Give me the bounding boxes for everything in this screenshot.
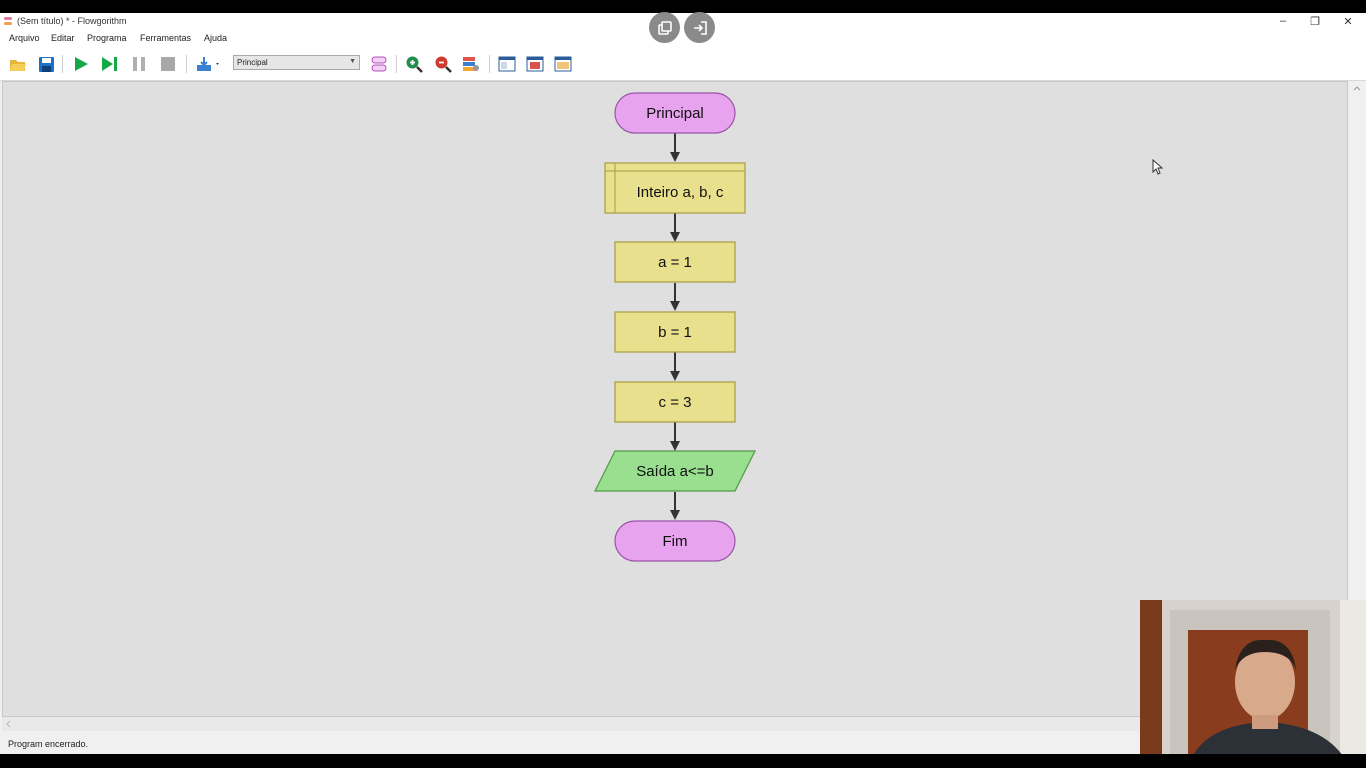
screen-bottom-bar — [0, 754, 1366, 768]
declare-label: Inteiro a, b, c — [637, 184, 724, 201]
share-popout-icon[interactable] — [649, 12, 680, 43]
title-bar: (Sem título) * - Flowgorithm – ❐ ✕ — [0, 13, 1366, 30]
layout-icon[interactable] — [497, 54, 517, 74]
start-label: Principal — [646, 105, 704, 122]
source-code-icon[interactable] — [525, 54, 545, 74]
menu-programa[interactable]: Programa — [87, 33, 127, 43]
close-button[interactable]: ✕ — [1343, 15, 1353, 28]
save-icon[interactable] — [36, 54, 56, 74]
menu-arquivo[interactable]: Arquivo — [9, 33, 40, 43]
assign-block-a[interactable] — [614, 241, 736, 283]
run-icon[interactable] — [71, 54, 91, 74]
flowchart-diagram: Principal Inteiro a, b, c a = 1 b = 1 c … — [594, 92, 756, 562]
menu-ajuda[interactable]: Ajuda — [204, 33, 228, 43]
window-title: (Sem título) * - Flowgorithm — [17, 16, 127, 26]
output-label: Saída a<=b — [636, 463, 714, 480]
connector-arrowhead — [670, 152, 680, 162]
webcam-overlay — [1140, 600, 1366, 768]
stop-icon[interactable] — [158, 54, 178, 74]
end-terminal[interactable] — [614, 520, 736, 562]
open-folder-icon[interactable] — [8, 54, 28, 74]
screen-top-bar — [0, 0, 1366, 13]
assign-block-c[interactable] — [614, 381, 736, 423]
connector-arrowhead — [670, 441, 680, 451]
maximize-button[interactable]: ❐ — [1310, 15, 1320, 28]
colors-icon[interactable] — [461, 54, 481, 74]
menu-ferramentas[interactable]: Ferramentas — [140, 33, 192, 43]
toolbar: Principal ▼ — [0, 47, 1366, 81]
flowchart-canvas[interactable]: Principal Inteiro a, b, c a = 1 b = 1 c … — [2, 81, 1348, 717]
vertical-scrollbar[interactable] — [1350, 81, 1364, 717]
assign-b-label: b = 1 — [658, 324, 692, 341]
assign-a-label: a = 1 — [658, 254, 692, 271]
toolbar-separator — [489, 55, 490, 73]
flowgorithm-app-icon — [4, 17, 12, 25]
share-exit-icon[interactable] — [684, 12, 715, 43]
minimize-button[interactable]: – — [1279, 15, 1287, 27]
connector-arrowhead — [670, 232, 680, 242]
horizontal-scrollbar[interactable] — [2, 717, 1348, 731]
chevron-down-icon: ▼ — [349, 58, 356, 65]
toolbar-separator — [396, 55, 397, 73]
assign-block-b[interactable] — [614, 311, 736, 353]
status-bar: Program encerrado. — [0, 735, 1366, 754]
scroll-up-icon[interactable] — [1350, 81, 1364, 95]
menu-bar: Arquivo Editar Programa Ferramentas Ajud… — [0, 30, 1366, 47]
start-terminal[interactable] — [614, 92, 736, 134]
menu-editar[interactable]: Editar — [51, 33, 75, 43]
end-label: Fim — [663, 533, 688, 550]
output-block[interactable] — [594, 450, 756, 492]
connector-arrowhead — [670, 510, 680, 520]
zoom-out-icon[interactable] — [433, 54, 453, 74]
status-text: Program encerrado. — [8, 739, 89, 749]
zoom-in-icon[interactable] — [404, 54, 424, 74]
console-icon[interactable] — [553, 54, 573, 74]
connector-arrowhead — [670, 301, 680, 311]
function-select[interactable]: Principal ▼ — [233, 55, 360, 70]
assign-c-label: c = 3 — [659, 394, 692, 411]
speed-icon[interactable] — [195, 54, 223, 74]
mouse-cursor-icon — [1152, 159, 1164, 175]
variables-icon[interactable] — [369, 54, 389, 74]
presenter-video — [1140, 600, 1366, 768]
app-window: (Sem título) * - Flowgorithm – ❐ ✕ Arqui… — [0, 13, 1366, 754]
pause-icon[interactable] — [129, 54, 149, 74]
function-select-value: Principal — [237, 58, 268, 67]
connector-arrowhead — [670, 371, 680, 381]
scroll-left-icon[interactable] — [2, 717, 16, 731]
step-icon[interactable] — [100, 54, 120, 74]
toolbar-separator — [62, 55, 63, 73]
toolbar-separator — [186, 55, 187, 73]
